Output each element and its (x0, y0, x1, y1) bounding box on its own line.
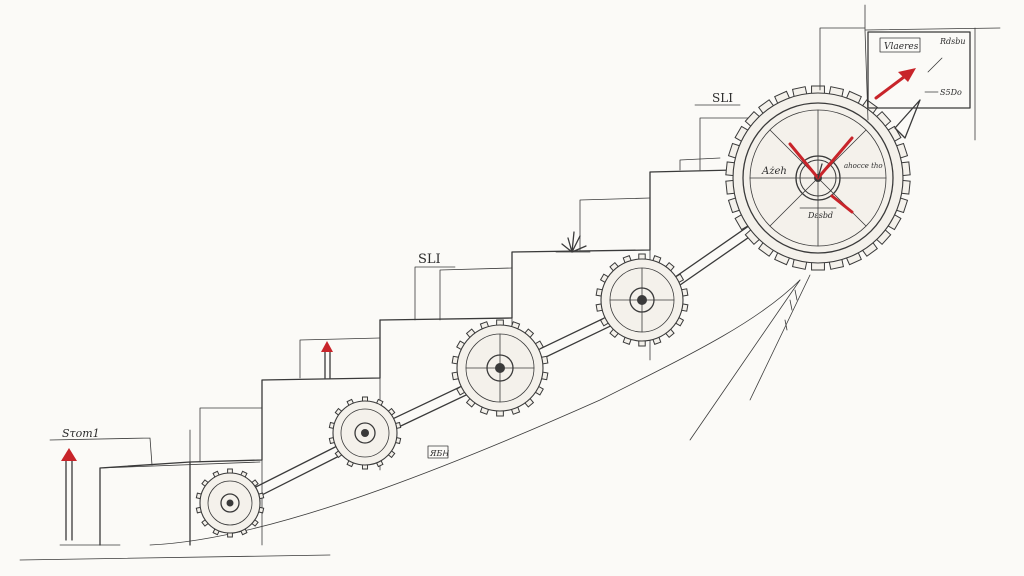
top-label: SLI (712, 91, 733, 105)
left-post: Sτom1 (49, 427, 153, 541)
mid-post (189, 341, 333, 463)
svg-text:ЯБᎻ: ЯБᎻ (429, 449, 449, 458)
red-arrow-icon (874, 68, 916, 100)
staircase-steps (19, 117, 811, 561)
sign-title: Vlaeres (884, 42, 919, 52)
gauge-bottom-label: Dεsbd (807, 211, 833, 220)
gauge-gear: Ażeh ahocce tho Dεsbd (725, 85, 911, 271)
gauge-right-label: ahocce tho (844, 162, 883, 170)
small-box: ЯБᎻ (427, 445, 449, 459)
sign-bottom-right: S5Do (940, 88, 962, 97)
mid-label: SLI (418, 252, 441, 267)
gear-1 (195, 468, 265, 538)
sign-top-right: Rdsbu (939, 37, 966, 46)
sign-board: Vlaeres Rdsbu S5Do (819, 4, 1001, 141)
arrow-up-icon (61, 448, 77, 461)
gear-4 (595, 253, 689, 347)
gauge-left-label: Ażeh (761, 166, 787, 177)
gear-3 (451, 319, 549, 417)
plant-icon (555, 231, 591, 253)
gear-2 (328, 396, 402, 470)
gauge-pointer (894, 99, 921, 139)
left-label: Sτom1 (62, 427, 100, 440)
